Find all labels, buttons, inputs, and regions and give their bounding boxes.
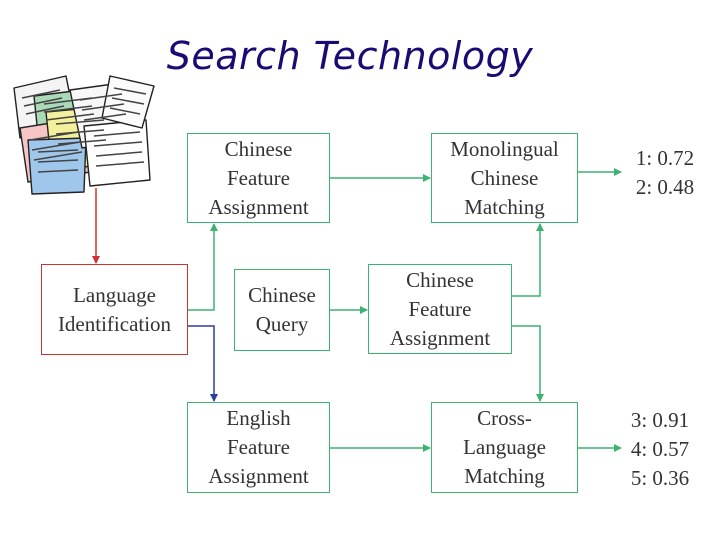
language-identification-box: Language Identification <box>41 264 188 355</box>
cross-language-matching-box: Cross- Language Matching <box>431 402 578 493</box>
english-feature-assignment-box: English Feature Assignment <box>187 402 330 493</box>
cross-language-results: 3: 0.91 4: 0.57 5: 0.36 <box>615 406 705 493</box>
chinese-feature-assignment-label-mid: Chinese Feature Assignment <box>390 266 490 353</box>
arrow-feature-mid-to-monolingual <box>512 224 540 296</box>
chinese-query-box: Chinese Query <box>234 269 330 351</box>
chinese-feature-assignment-box-top: Chinese Feature Assignment <box>187 133 330 223</box>
arrow-feature-mid-to-cross-language <box>512 326 540 401</box>
chinese-feature-assignment-label-top: Chinese Feature Assignment <box>208 135 308 222</box>
cross-language-matching-label: Cross- Language Matching <box>463 404 546 491</box>
chinese-feature-assignment-box-mid: Chinese Feature Assignment <box>368 264 512 354</box>
arrow-language-id-to-english-feature <box>188 326 214 401</box>
monolingual-chinese-matching-label: Monolingual Chinese Matching <box>450 135 559 222</box>
chinese-query-label: Chinese Query <box>248 281 316 339</box>
language-identification-label: Language Identification <box>58 281 171 339</box>
arrow-language-id-to-chinese-feature <box>188 224 214 310</box>
english-feature-assignment-label: English Feature Assignment <box>208 404 308 491</box>
monolingual-results: 1: 0.72 2: 0.48 <box>620 144 710 202</box>
monolingual-chinese-matching-box: Monolingual Chinese Matching <box>431 133 578 223</box>
